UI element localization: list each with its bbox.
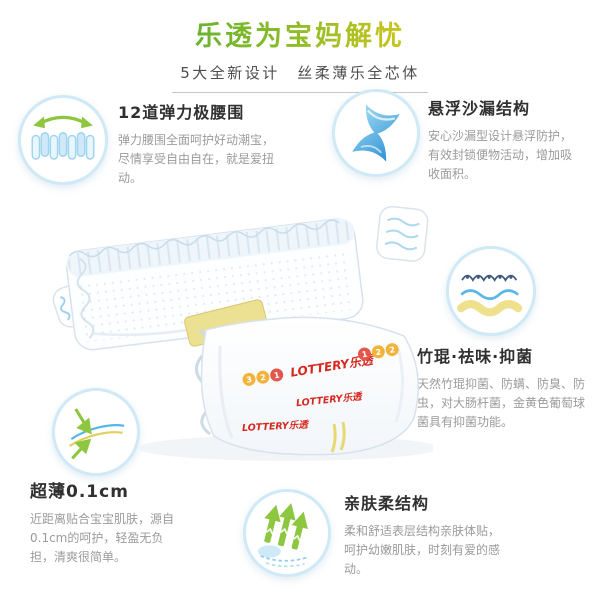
- svg-text:2: 2: [259, 373, 266, 383]
- size-badges-left: 3 2 1: [242, 368, 284, 386]
- brand-logo: LOTTERY乐透: [242, 419, 310, 435]
- feature-description: 天然竹琨抑菌、防螨、防臭、防虫，对大肠杆菌，金黄色葡萄球菌具有抑菌功能。: [417, 377, 586, 429]
- svg-text:3: 3: [246, 375, 253, 385]
- feature-icon-circle-ultrathin: [52, 388, 140, 476]
- feature-description: 弹力腰围全面呵护好动潮宝，尽情享受自由自在，就是爱扭动。: [118, 133, 275, 185]
- print-row-3: LOTTERY乐透: [242, 419, 310, 435]
- feature-title: 竹琨·祛味·抑菌: [417, 347, 534, 366]
- size-badges-right: 1 2 2: [358, 343, 399, 361]
- svg-text:2: 2: [375, 347, 382, 357]
- diaper-front-panel: [200, 316, 419, 456]
- feature-description: 近距离贴合宝宝肌肤，源自0.1cm的呵护，轻盈无负担，清爽很简单。: [30, 512, 175, 564]
- cuff-stitch: [339, 421, 346, 451]
- feature-title: 12道弹力极腰围: [118, 103, 245, 122]
- page-subtitle: 5大全新设计 丝柔薄乐全芯体: [172, 62, 428, 93]
- feature-hourglass: 悬浮沙漏结构 安心沙漏型设计悬浮防护，有效封锁便物活动，增加吸收面积。: [428, 95, 578, 184]
- feature-bamboo: 竹琨·祛味·抑菌 天然竹琨抑菌、防螨、防臭、防虫，对大肠杆菌，金黄色葡萄球菌具有…: [417, 343, 589, 432]
- diaper-illustration: 3 2 1 LOTTERY乐透 1 2 2 LOTTERY乐透: [52, 205, 438, 461]
- diaper-product-image: 3 2 1 LOTTERY乐透 1 2 2 LOTTERY乐透: [48, 196, 438, 468]
- feature-title: 亲肤柔结构: [344, 494, 430, 513]
- svg-text:2: 2: [389, 345, 396, 355]
- feature-ultrathin: 超薄0.1cm 近距离贴合宝宝肌肤，源自0.1cm的呵护，轻盈无负担，清爽很简单…: [30, 477, 186, 567]
- elastic-waistband-icon: [31, 115, 95, 160]
- diaper-right-tab: [376, 205, 429, 262]
- feature-icon-circle-hourglass: [332, 89, 420, 177]
- ultrathin-layers-icon: [68, 408, 125, 460]
- svg-text:1: 1: [361, 350, 368, 360]
- page-title: 乐透为宝妈解忧: [195, 14, 405, 53]
- soft-touch-arrows-icon: [257, 503, 308, 568]
- feature-description: 柔和舒适表层结构亲肤体贴，呵护幼嫩肌肤，时刻有爱的感动。: [344, 524, 501, 576]
- feature-icon-circle-layers: [446, 246, 536, 336]
- feature-waistband: 12道弹力极腰围 弹力腰围全面呵护好动潮宝，尽情享受自由自在，就是爱扭动。: [118, 99, 280, 188]
- hourglass-icon: [352, 104, 400, 162]
- diaper-back-panel: [66, 218, 364, 351]
- feature-title: 超薄0.1cm: [30, 482, 129, 502]
- header: 乐透为宝妈解忧 5大全新设计 丝柔薄乐全芯体: [0, 14, 600, 93]
- feature-icon-circle-waistband: [18, 95, 108, 185]
- feature-soft: 亲肤柔结构 柔和舒适表层结构亲肤体贴，呵护幼嫩肌肤，时刻有爱的感动。: [344, 490, 506, 579]
- feature-icon-circle-soft: [243, 489, 331, 577]
- absorbent-layers-icon: [457, 274, 523, 317]
- cuff-stitch: [330, 423, 337, 453]
- svg-text:1: 1: [273, 371, 280, 381]
- feature-description: 安心沙漏型设计悬浮防护，有效封锁便物活动，增加吸收面积。: [428, 129, 573, 181]
- feature-title: 悬浮沙漏结构: [428, 99, 531, 118]
